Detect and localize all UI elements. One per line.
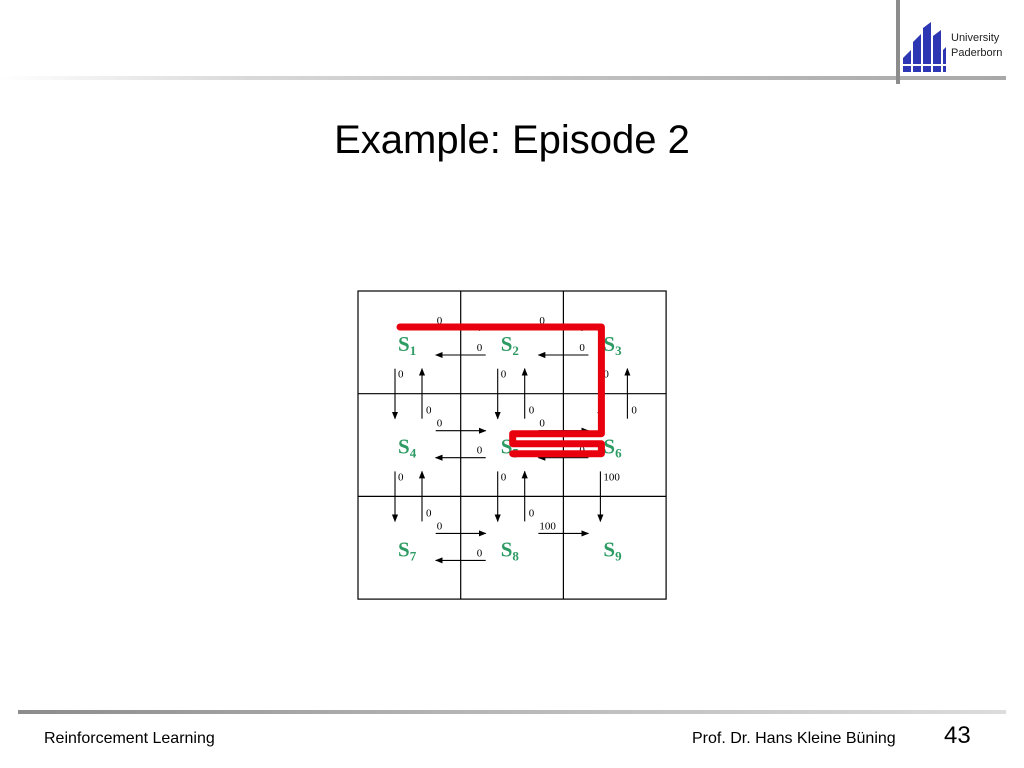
reward-label: 100 — [539, 520, 556, 532]
reward-label: 0 — [539, 418, 545, 430]
reward-label: 0 — [501, 471, 507, 483]
reward-label: 0 — [631, 405, 637, 417]
reward-label: 0 — [529, 507, 535, 519]
university-logo-icon — [901, 22, 947, 72]
state-label: S9 — [603, 537, 622, 563]
reward-label: 0 — [477, 342, 483, 354]
reward-label: 0 — [579, 342, 585, 354]
reward-label: 0 — [426, 507, 432, 519]
reward-label: 0 — [477, 445, 483, 457]
state-label: S3 — [603, 332, 622, 358]
reward-label: 0 — [603, 369, 609, 381]
footer-course: Reinforcement Learning — [44, 730, 215, 747]
state-label: S8 — [501, 537, 520, 563]
state-label: S2 — [501, 332, 519, 358]
reward-label: 0 — [539, 315, 545, 327]
page-number: 43 — [944, 722, 971, 749]
header-divider — [896, 0, 900, 84]
state-label: S6 — [603, 435, 622, 461]
reward-label: 0 — [398, 471, 404, 483]
reward-label: 0 — [426, 405, 432, 417]
reward-label: 0 — [398, 369, 404, 381]
reward-label: 0 — [529, 405, 535, 417]
episode-path — [396, 323, 605, 458]
state-label: S4 — [398, 435, 417, 461]
reward-label: 0 — [437, 520, 443, 532]
reward-label: 100 — [603, 471, 620, 483]
reward-label: 0 — [437, 418, 443, 430]
university-name-line1: University — [951, 32, 1000, 44]
slide-title: Example: Episode 2 — [334, 118, 690, 162]
state-label: S7 — [398, 537, 417, 563]
university-name-line2: Paderborn — [951, 47, 1003, 59]
state-label: S1 — [398, 332, 416, 358]
header-rule — [0, 76, 1006, 80]
reward-label: 0 — [477, 547, 483, 559]
footer-rule — [18, 710, 1006, 714]
footer-author: Prof. Dr. Hans Kleine Büning — [692, 730, 896, 747]
reward-label: 0 — [437, 315, 443, 327]
reward-label: 0 — [501, 369, 507, 381]
